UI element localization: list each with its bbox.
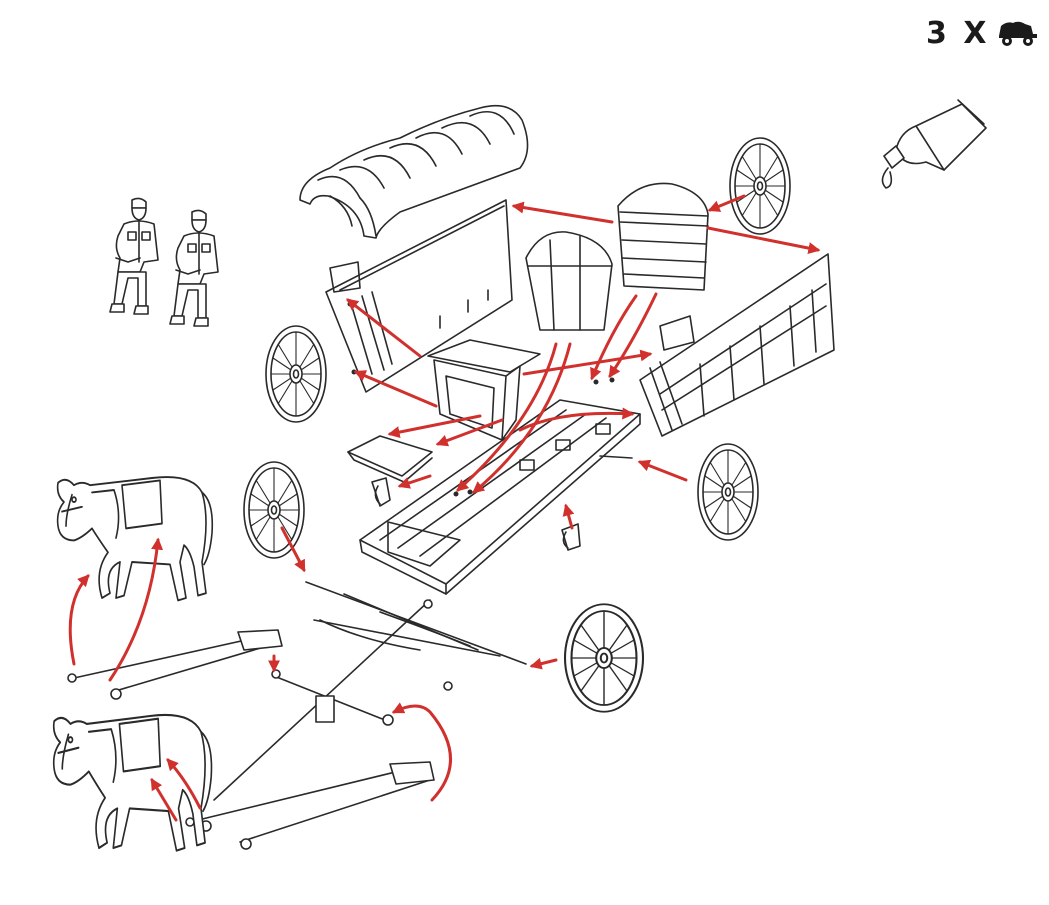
rear-board (617, 182, 709, 291)
axle-fixture-left (371, 477, 391, 507)
wagon-icon (999, 21, 1038, 46)
horse-lower (52, 713, 213, 852)
canvas-cover (299, 104, 529, 239)
horse-upper (56, 476, 214, 602)
assembly-arrows (68, 194, 821, 822)
seat-box (427, 339, 541, 441)
front-axle-assembly (213, 581, 527, 801)
seated-soldier-left (109, 197, 159, 315)
glue-tube-icon (881, 99, 987, 189)
swingletree-upper (67, 629, 283, 700)
seated-soldier-right (169, 209, 219, 327)
right-side-board (639, 253, 835, 437)
wagon-floor (359, 377, 641, 595)
wheel-right-upper (697, 443, 759, 541)
left-side-board (325, 199, 513, 393)
quantity-label: 3 X (926, 16, 990, 51)
wheel-rear-top (729, 137, 791, 235)
front-board (525, 231, 613, 331)
wheel-left-lower (243, 461, 305, 559)
wheel-front-right (563, 603, 645, 713)
wheel-left-upper (265, 325, 327, 423)
quantity-indicator: 3 X (926, 14, 1039, 54)
swingletree-lower (185, 761, 435, 850)
footboard (347, 435, 433, 483)
